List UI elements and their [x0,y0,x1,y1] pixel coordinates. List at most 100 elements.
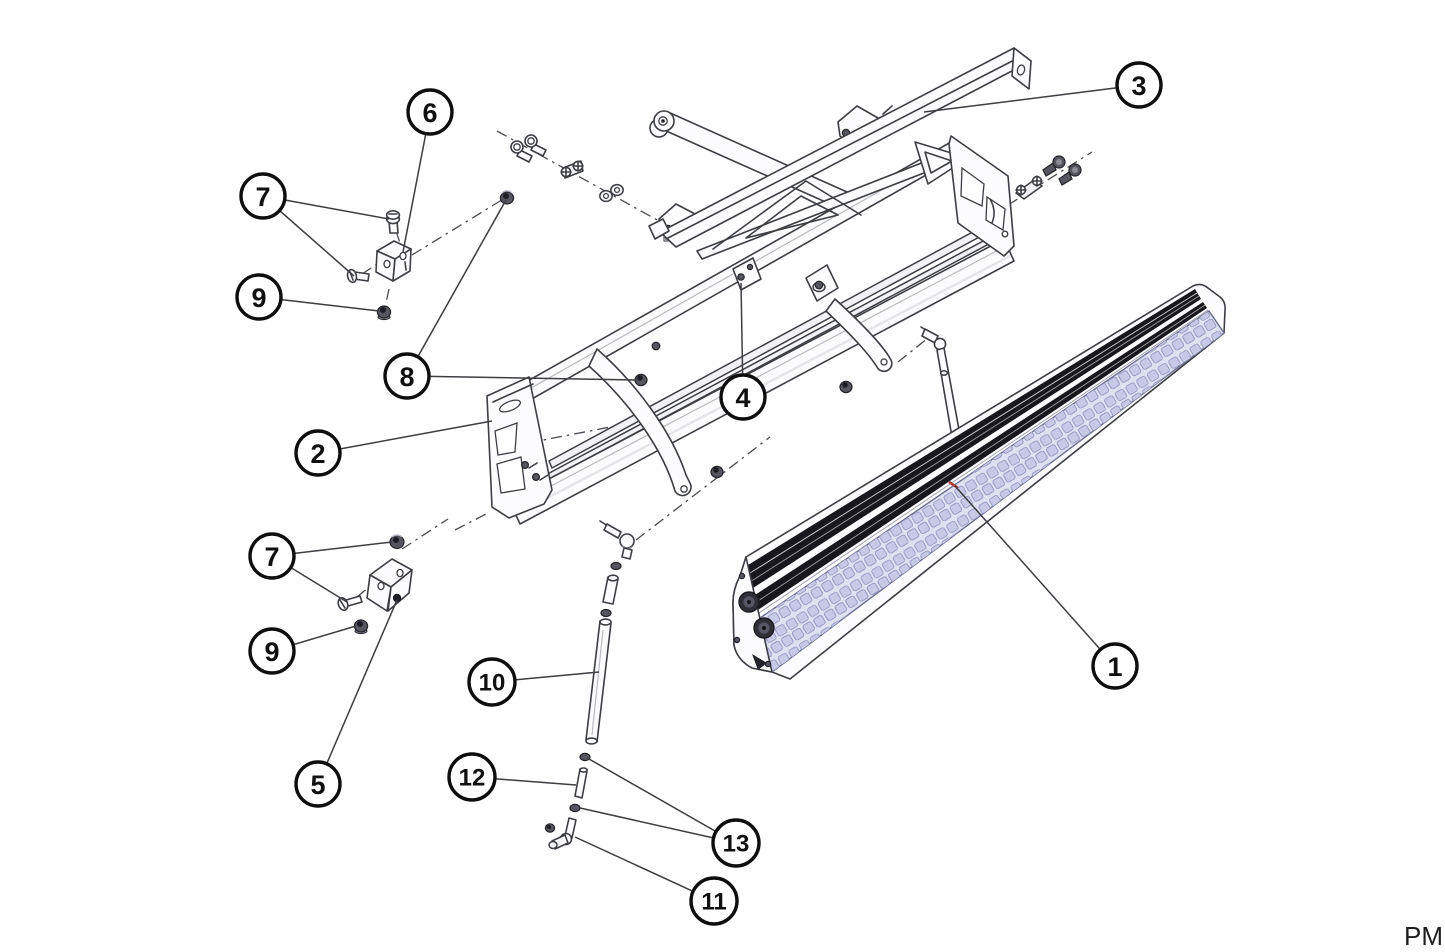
light-bar-rod [920,326,961,438]
callout-5: 5 [294,760,342,808]
cross-screw [572,160,584,172]
adjuster-rod-assembly [544,520,635,850]
callout-7: 7 [239,172,287,220]
leader-line [954,485,1116,667]
callout-number: 6 [422,98,437,128]
callout-number: 5 [310,770,325,800]
callout-9: 9 [235,273,283,321]
flange-nut [839,380,853,394]
washer [610,561,622,571]
callout-11: 11 [689,876,739,926]
adjuster-rod [585,618,612,745]
tube-pad [805,264,839,302]
washer [610,183,624,197]
hardware-right-cluster [1015,155,1082,200]
callout-circle [235,273,283,321]
flange-nut [376,305,392,321]
bracket3-left-flange [648,218,670,240]
construction-lines [356,130,1093,598]
callout-number: 9 [264,637,279,667]
leader-line [406,199,507,377]
frame-truss-brace [712,180,862,250]
tapered-bolt [1058,163,1082,186]
flange-nut-8a [499,190,515,205]
callout-9: 9 [248,627,296,675]
pan-head-screw [385,210,401,234]
frame-left-curved-arm [588,348,692,497]
callout-number: 2 [310,439,325,469]
leader-line [574,836,715,902]
cross-screw [1031,175,1043,187]
lower-mount-bracket [366,558,413,612]
callout-number: 3 [1131,71,1146,101]
callout-circle [383,352,431,400]
callout-number: 10 [479,670,506,697]
callout-number: 9 [251,283,266,313]
light-bar-lens [759,310,1225,674]
washer [600,608,612,618]
callout-circle [406,88,454,136]
callout-circle [711,818,761,868]
socket-bolt [524,134,547,157]
flange-nut [544,823,556,833]
tapered-bolt [1042,155,1066,177]
callout-circle [248,532,296,580]
pin-12 [574,767,588,799]
callout-12: 12 [447,752,497,802]
washer [599,189,613,203]
flange-nut [353,619,369,635]
callout-circle [294,760,342,808]
flat-head-screw [337,595,363,612]
mounting-frame [486,105,1015,525]
callout-circle [248,627,296,675]
elbow-bolt-11 [548,817,577,850]
upper-mount-bracket [375,240,412,282]
callout-circle [1115,61,1163,109]
frame-left-end-plate [486,376,553,519]
socket-bolt [510,140,533,163]
callout-number: 7 [255,182,270,212]
callout-number: 1 [1107,652,1122,682]
leader-line [317,420,493,454]
leader-line [402,111,431,253]
upper-mount-bracket-group [346,210,412,321]
callout-number: 7 [264,542,279,572]
clamp-plate [732,257,762,291]
arm-bolt [651,341,661,351]
callout-number: 8 [399,362,414,392]
light-bar [732,283,1226,680]
cross-screw [560,166,572,178]
leader-line [588,758,737,844]
spacer-sleeve [602,574,619,605]
flange-nut [710,465,724,479]
frame-right-curved-arm [825,298,893,373]
callout-number: 4 [735,383,750,413]
leader-line [317,599,398,785]
callout-6: 6 [406,88,454,136]
callout-circle [1091,642,1139,690]
callout-1: 1 [1091,642,1139,690]
callout-circle [239,172,287,220]
frame-right-end-plate [948,135,1015,257]
leader-line [579,807,737,844]
callout-circle [719,373,767,421]
loose-nuts [499,190,853,479]
washer-13 [569,803,581,813]
watermark: PM [1404,921,1443,951]
hardware-top-cluster [510,134,624,203]
callout-circle [689,876,739,926]
cable-gland [752,654,767,670]
top-support-bracket [648,47,1032,248]
callout-10: 10 [467,657,517,707]
cross-screw [1015,184,1027,196]
callout-circle [294,429,342,477]
flange-nut [389,534,405,550]
callout-3: 3 [1115,61,1163,109]
washer-13 [579,752,591,762]
callout-number: 13 [723,831,750,858]
leader-line [923,84,1140,113]
callout-circle [447,752,497,802]
